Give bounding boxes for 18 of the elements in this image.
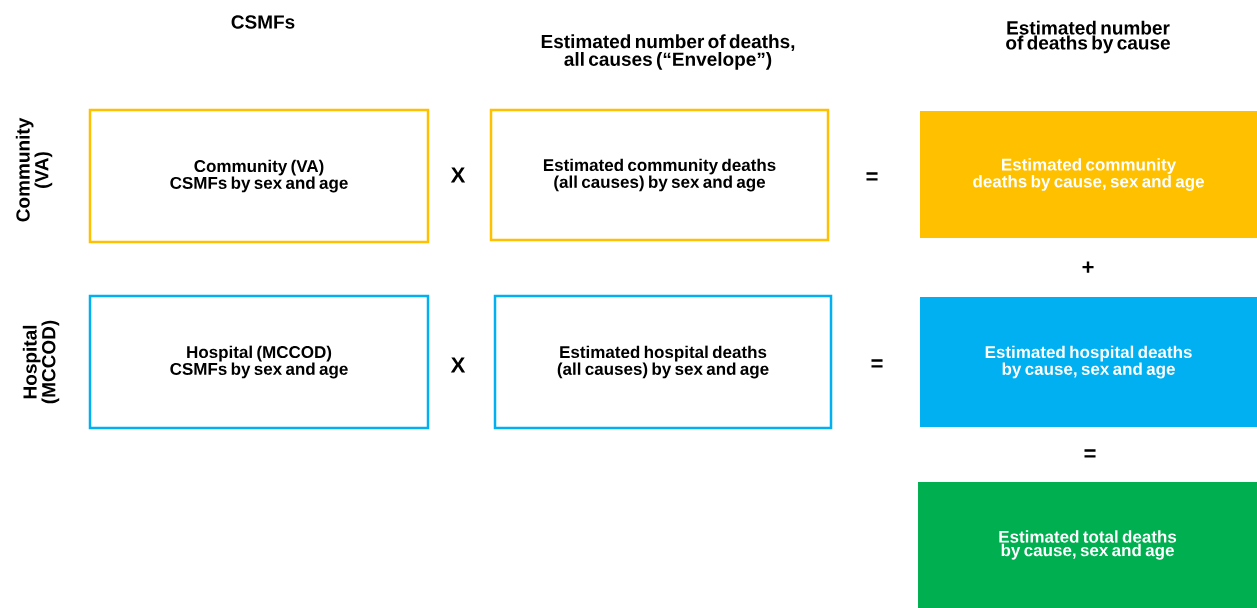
- operator-sign: X: [450, 167, 466, 183]
- result-box: Estimated community deaths by cause, sex and age: [920, 111, 1257, 238]
- operator-sign: X: [450, 357, 466, 373]
- column-heading: Estimated number of deaths by cause: [1006, 20, 1170, 54]
- operator-sign: =: [866, 172, 878, 181]
- operator-sign: =: [871, 359, 883, 368]
- operator-sign: +: [1082, 261, 1094, 273]
- input-box: Community (VA) CSMFs by sex and age: [88, 108, 430, 244]
- input-box: Estimated hospital deaths (all causes) by sex and age: [493, 294, 833, 430]
- input-box: Estimated community deaths (all causes) by sex and age: [489, 108, 830, 242]
- row-heading: Hospital (MCCOD): [22, 320, 60, 404]
- column-heading: CSMFs: [231, 15, 295, 29]
- result-box: Estimated total deaths by cause, sex and age: [918, 482, 1257, 608]
- input-box: Hospital (MCCOD) CSMFs by sex and age: [88, 294, 430, 430]
- column-heading: Estimated number of deaths, all causes (“Envelope”): [541, 34, 795, 70]
- operator-sign: =: [1084, 449, 1096, 458]
- row-heading: Community (VA): [15, 117, 53, 222]
- result-box: Estimated hospital deaths by cause, sex and age: [920, 297, 1257, 427]
